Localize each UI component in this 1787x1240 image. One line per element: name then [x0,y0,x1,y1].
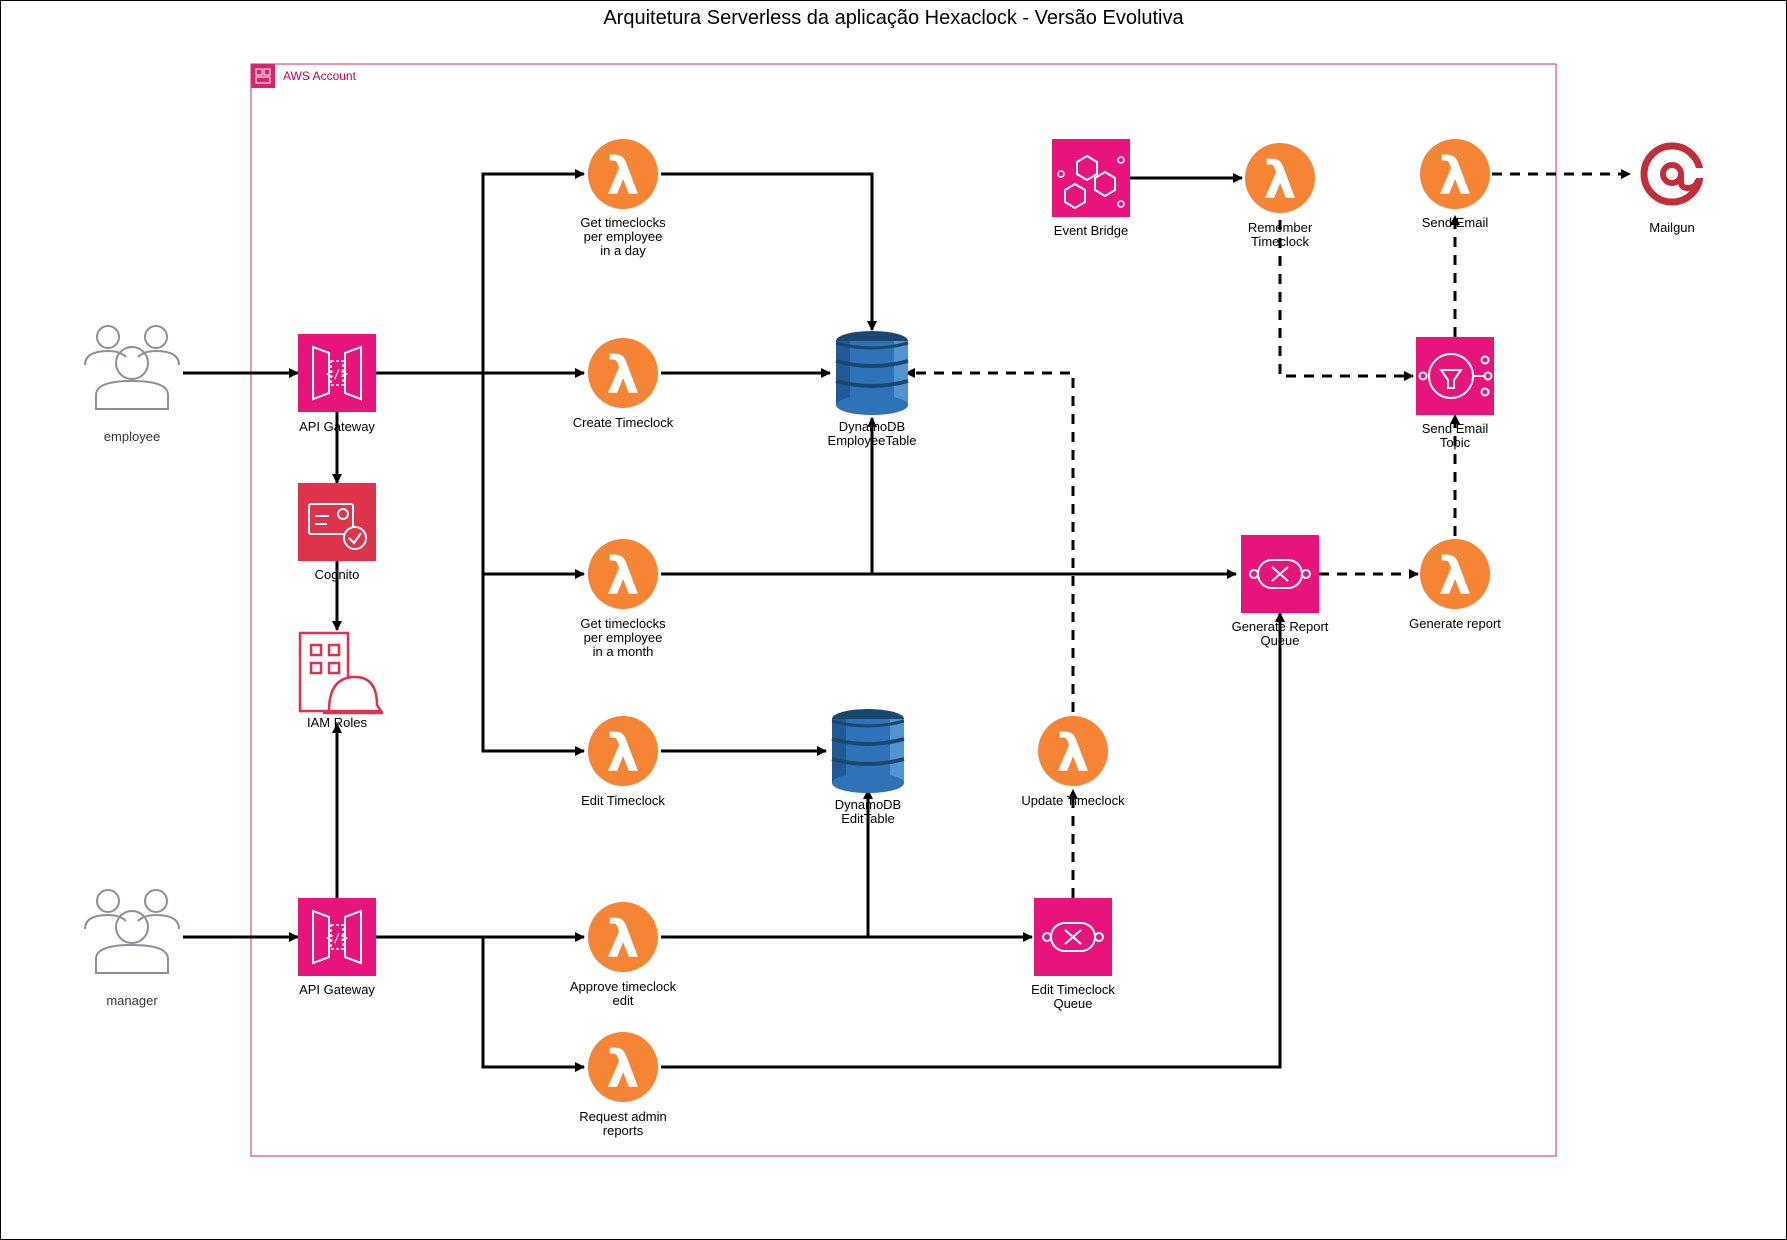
edge-getday-dynamo [661,172,877,331]
lambda-remember-icon [1245,143,1315,213]
send-email-topic-icon [1416,337,1494,415]
event-bridge-label: Event Bridge [1053,223,1129,238]
manager-actor-icon [84,889,180,974]
lambda-send-email-label: Send Email [1421,215,1489,230]
cognito-icon [298,483,376,561]
lambda-get-day-icon [588,139,658,209]
event-bridge-icon [1052,139,1130,217]
lambda-generate-report-icon [1420,539,1490,609]
edge-apigw-getday [481,169,585,373]
dynamodb-employee-table-icon [834,329,910,417]
api-gateway-employee-icon [297,333,377,413]
api-gateway-manager-label: API Gateway [299,982,375,997]
lambda-create-icon [588,338,658,408]
lambda-approve-icon [588,902,658,972]
dynamodb-edit-table-icon [830,707,906,795]
lambda-update-icon [1038,716,1108,786]
lambda-edit-icon [588,716,658,786]
diagram-title: Arquitetura Serverless da aplicação Hexa… [603,7,1184,29]
lambda-get-month-icon [588,539,658,609]
lambda-request-reports-icon [588,1032,658,1102]
mailgun-label: Mailgun [1649,220,1695,235]
iam-roles-label: IAM Roles [307,715,367,730]
edge-requestreports-reportqueue [661,612,1285,1069]
generate-report-queue-label: Generate Report Queue [1231,619,1329,648]
employee-label: employee [103,429,161,444]
api-gateway-employee-label: API Gateway [299,419,375,434]
lambda-update-label: Update Timeclock [1021,793,1125,808]
lambda-get-day-label: Get timeclocks per employee in a day [580,215,666,258]
mailgun-icon [1640,142,1704,206]
edit-timeclock-queue-label: Edit Timeclock Queue [1031,982,1115,1011]
employee-actor-icon [84,325,180,410]
aws-account-boundary [250,63,1557,1157]
iam-roles-icon [298,631,384,715]
edge-apigw-getmonth [481,373,585,579]
aws-account-icon [251,64,275,88]
lambda-generate-report-label: Generate report [1409,616,1501,631]
api-gateway-manager-icon [297,897,377,977]
manager-label: manager [106,993,158,1008]
dashed-edges [905,169,1631,898]
lambda-send-email-icon [1420,139,1490,209]
solid-edges [183,169,1285,1072]
generate-report-queue-icon [1240,534,1320,614]
edge-update-dynamo [905,368,1075,712]
edge-apigw-requestreports [481,937,585,1072]
dynamodb-employee-table-label: DynamoDB EmployeeTable [827,419,917,448]
edit-timeclock-queue-icon [1033,897,1113,977]
lambda-approve-label: Approve timeclock edit [569,979,677,1008]
cognito-label: Cognito [314,567,360,582]
lambda-get-month-label: Get timeclocks per employee in a month [580,616,666,659]
lambda-remember-label: Remember Timeclock [1247,220,1313,249]
aws-account-label: AWS Account [283,69,356,83]
lambda-edit-label: Edit Timeclock [581,793,665,808]
lambda-request-reports-label: Request admin reports [579,1109,667,1138]
dynamodb-edit-table-label: DynamoDB EditTable [834,797,902,826]
send-email-topic-label: Send Email Topic [1421,421,1489,450]
edge-apigw-edit [481,574,585,756]
lambda-create-label: Create Timeclock [572,415,674,430]
